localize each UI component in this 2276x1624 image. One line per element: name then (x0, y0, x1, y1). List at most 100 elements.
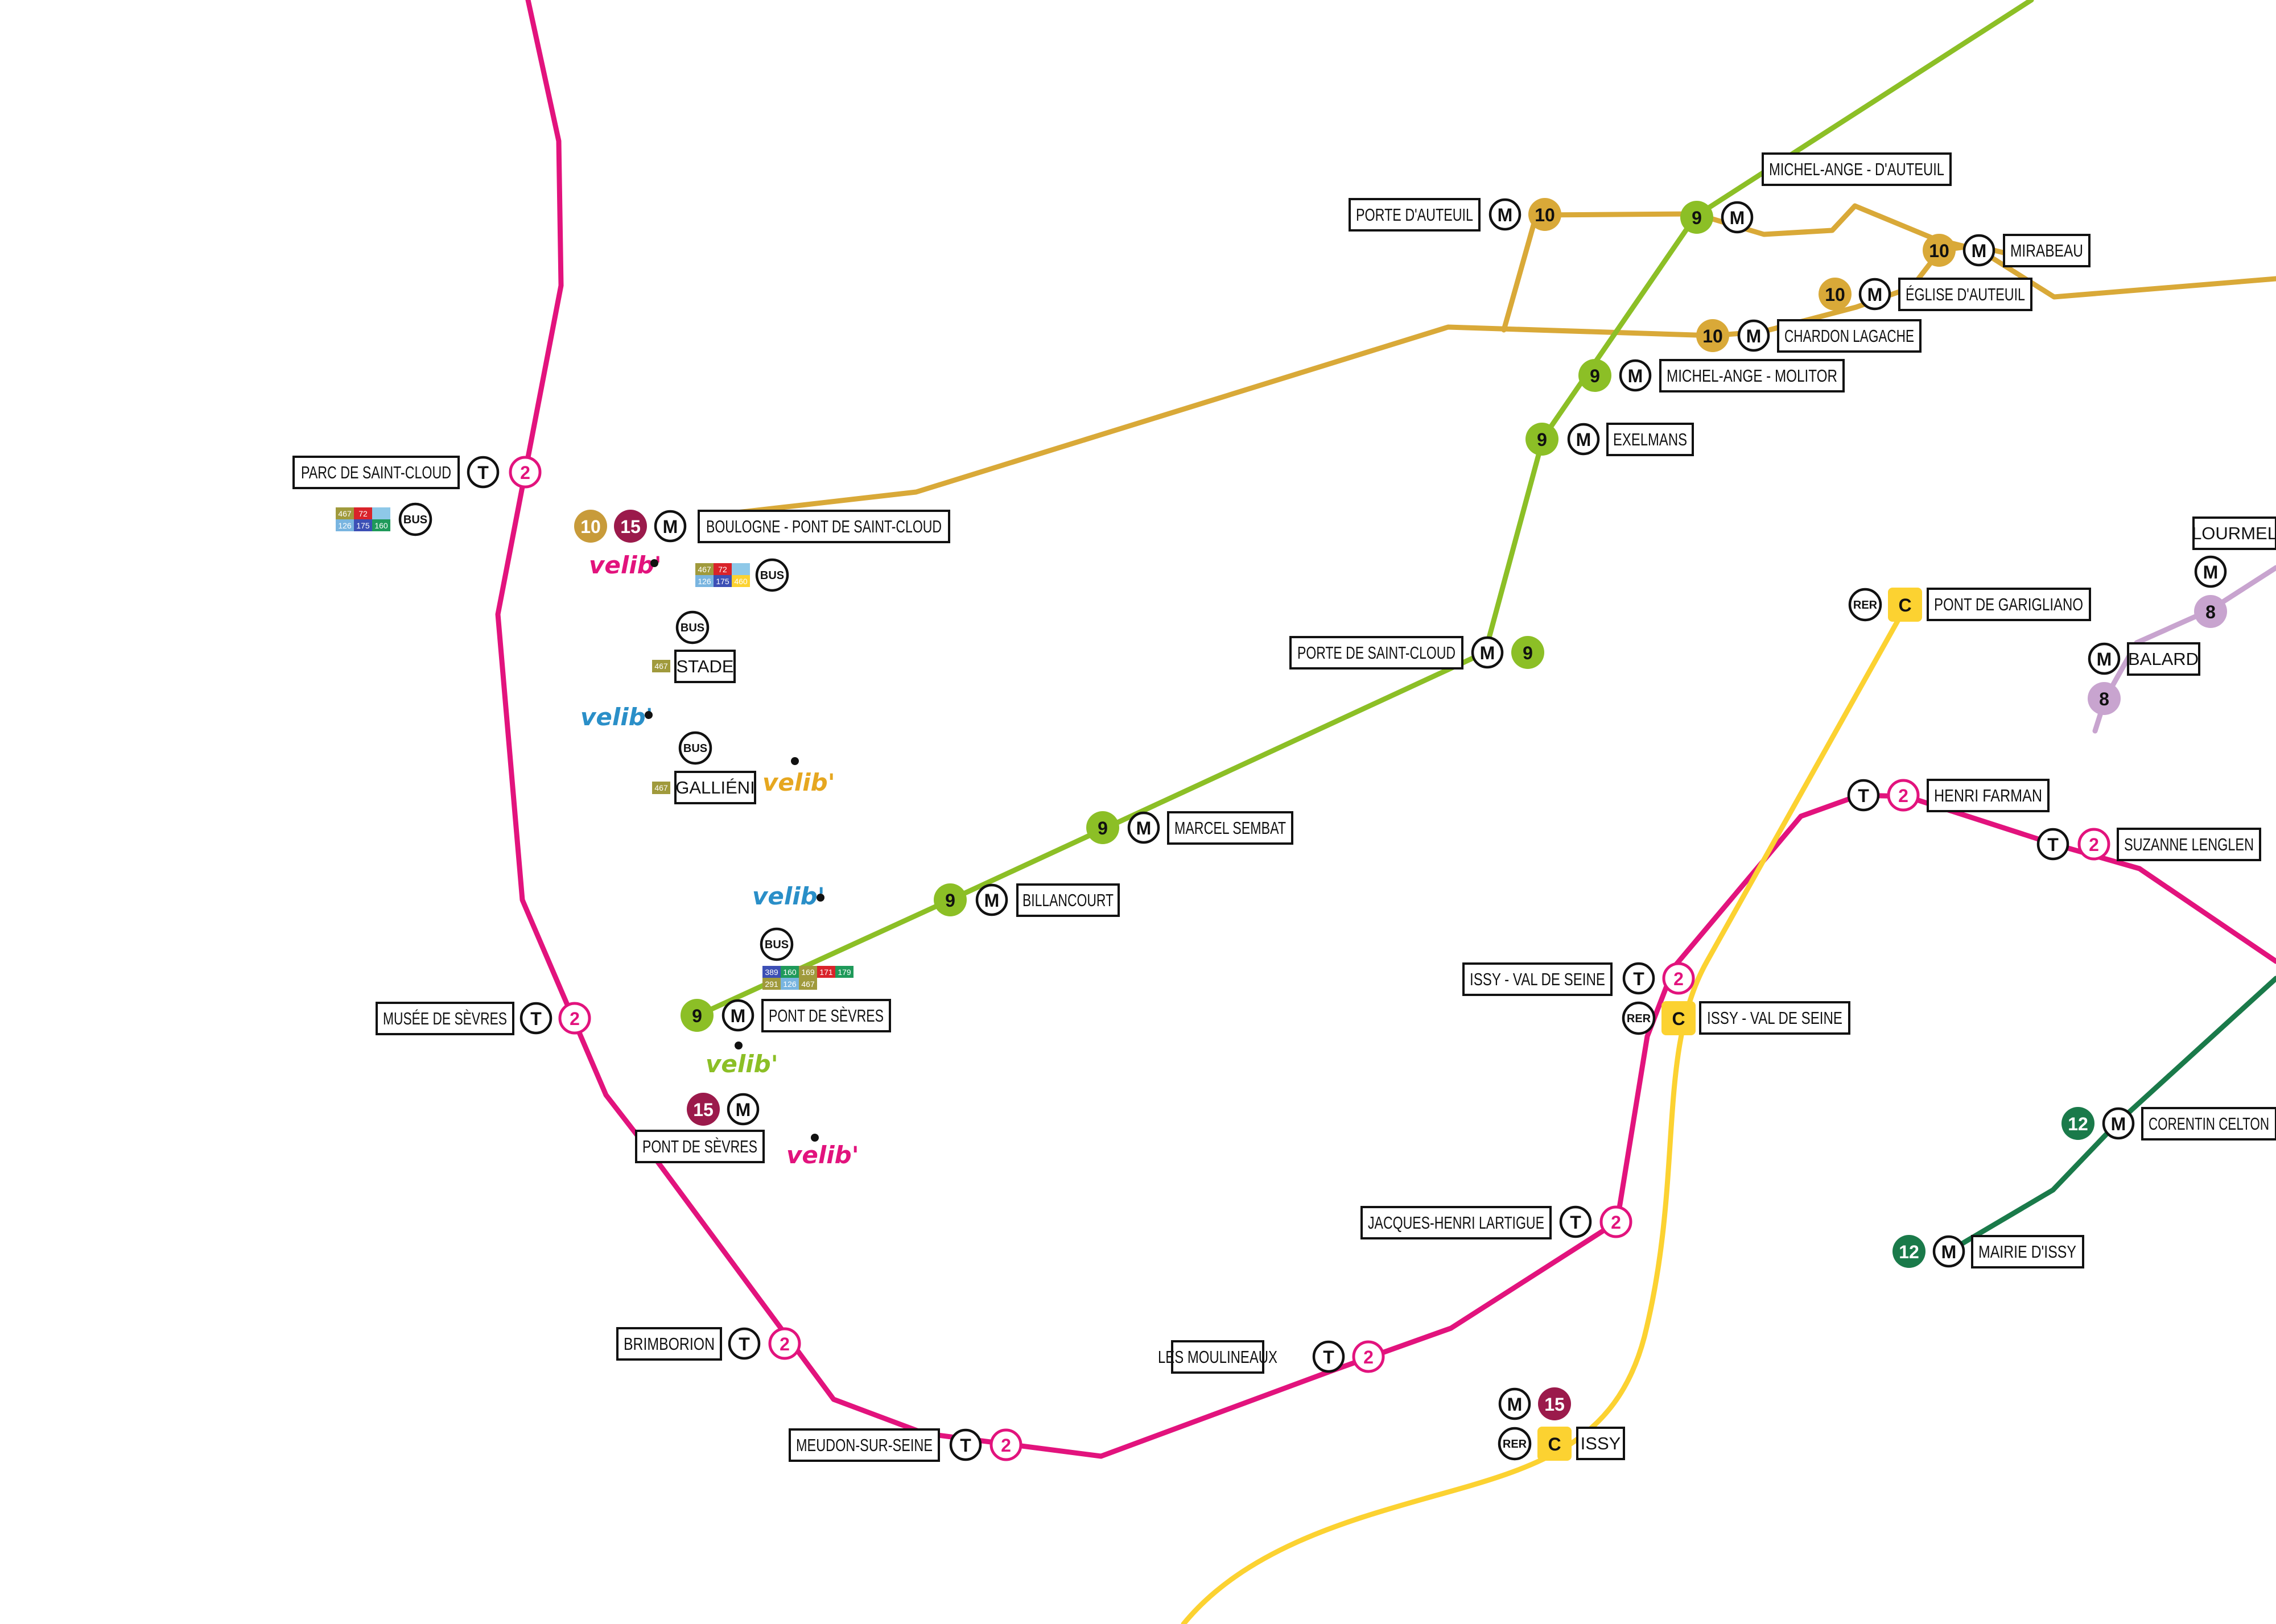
station-pont-de-garigliano[interactable]: RER C PONT DE GARIGLIANO (1848, 588, 2091, 622)
svg-text:velib': velib' (762, 768, 835, 796)
rer-icon: RER (1498, 1427, 1532, 1461)
svg-text:467: 467 (801, 980, 815, 989)
svg-text:M: M (1480, 643, 1495, 663)
line-10-badge: 10 (1696, 319, 1729, 352)
svg-text:72: 72 (718, 565, 727, 574)
station-issy[interactable]: M 15 RER C ISSY (1498, 1387, 1625, 1461)
station-jacques-henri-lartigue[interactable]: JACQUES-HENRI LARTIGUE T 2 (1360, 1205, 1632, 1239)
line-9-badge: 9 (1578, 359, 1611, 392)
svg-text:467: 467 (338, 509, 352, 518)
svg-text:10: 10 (1702, 326, 1723, 346)
metro-icon: M (975, 883, 1008, 916)
metro-9-line (692, 0, 2034, 1019)
station-label: LES MOULINEAUX (1158, 1347, 1277, 1367)
svg-text:M: M (2203, 562, 2219, 582)
station-pont-de-sevres-m15[interactable]: PONT DE SÈVRES 15 M (635, 1093, 765, 1163)
svg-text:BUS: BUS (683, 742, 707, 755)
velib-logo: velib' (589, 551, 662, 579)
bus-icon: BUS (678, 731, 712, 765)
station-chardon-lagache[interactable]: 10 M CHARDON LAGACHE (1696, 319, 1922, 353)
svg-text:126: 126 (338, 521, 352, 530)
svg-text:460: 460 (734, 577, 748, 586)
station-exelmans[interactable]: 9 M EXELMANS (1525, 423, 1694, 456)
station-eglise-d-auteuil[interactable]: 10 M ÉGLISE D'AUTEUIL (1819, 278, 2032, 311)
station-les-moulineaux[interactable]: LES MOULINEAUX T 2 (1158, 1340, 1385, 1374)
station-porte-de-saint-cloud[interactable]: PORTE DE SAINT-CLOUD M 9 (1289, 636, 1544, 670)
station-issy-val-de-seine-rer[interactable]: RER C ISSY - VAL DE SEINE (1622, 1001, 1850, 1035)
line-10-badge: 10 (574, 510, 607, 543)
station-label: GALLIÉNI (675, 778, 755, 797)
metro-icon: M (1127, 811, 1160, 844)
station-parc-de-saint-cloud[interactable]: PARC DE SAINT-CLOUD T 2 467 72 126 175 (292, 456, 542, 536)
svg-text:175: 175 (356, 521, 370, 530)
svg-text:160: 160 (374, 521, 388, 530)
line-9-badge: 9 (1680, 201, 1713, 234)
station-musee-de-sevres[interactable]: MUSÉE DE SÈVRES T 2 (376, 1002, 591, 1035)
svg-text:179: 179 (838, 968, 851, 977)
station-brimborion[interactable]: BRIMBORION T 2 (616, 1327, 801, 1361)
velib-dot (645, 711, 653, 719)
line-t2-badge: 2 (1352, 1340, 1385, 1373)
svg-text:C: C (1898, 595, 1911, 615)
line-8-badge: 8 (2088, 682, 2121, 715)
svg-text:M: M (1746, 326, 1762, 346)
svg-text:12: 12 (2068, 1114, 2088, 1134)
svg-text:M: M (1941, 1242, 1957, 1262)
station-pont-de-sevres-m9[interactable]: BUS 389 160 169 171 179 291 126 467 (681, 927, 891, 1032)
svg-text:T: T (1858, 786, 1869, 806)
line-t2-badge: 2 (768, 1327, 801, 1360)
station-corentin-celton[interactable]: 12 M CORENTIN CELTON (2061, 1107, 2276, 1140)
station-balard[interactable]: M BALARD 8 (2088, 642, 2200, 715)
line-12-badge: 12 (1892, 1235, 1925, 1268)
svg-text:T: T (2047, 834, 2059, 855)
station-billancourt[interactable]: 9 M BILLANCOURT (934, 883, 1120, 917)
svg-text:T: T (530, 1009, 542, 1029)
station-porte-d-auteuil[interactable]: PORTE D'AUTEUIL M 10 (1349, 198, 1561, 232)
station-henri-farman[interactable]: T 2 HENRI FARMAN (1847, 779, 2050, 812)
svg-text:M: M (736, 1100, 751, 1120)
station-boulogne-pont-de-saint-cloud[interactable]: 10 15 M BOULOGNE - PONT DE SAINT-CLOUD 4… (574, 510, 950, 592)
svg-text:T: T (1323, 1347, 1334, 1367)
tram-icon: T (949, 1428, 982, 1461)
station-label: BRIMBORION (624, 1334, 715, 1354)
svg-text:8: 8 (2099, 689, 2109, 709)
station-lourmel[interactable]: LOURMEL M 8 (2192, 516, 2276, 628)
rer-c-badge: C (1661, 1001, 1696, 1035)
metro-icon: M (1471, 636, 1504, 669)
svg-text:2: 2 (570, 1009, 580, 1029)
svg-text:9: 9 (1523, 643, 1533, 663)
rer-icon: RER (1848, 588, 1882, 622)
metro-icon: M (1721, 201, 1754, 234)
station-mirabeau[interactable]: 10 M MIRABEAU (1923, 234, 2091, 267)
station-suzanne-lenglen[interactable]: T 2 SUZANNE LENGLEN (2036, 828, 2261, 861)
station-stade[interactable]: BUS 467 STADE (652, 610, 736, 683)
station-mairie-d-issy[interactable]: 12 M MAIRIE D'ISSY (1892, 1235, 2084, 1268)
metro-icon: M (1619, 359, 1652, 392)
station-label: MICHEL-ANGE - D'AUTEUIL (1769, 159, 1944, 179)
metro-icon: M (1858, 278, 1891, 311)
tram-icon: T (1847, 779, 1880, 812)
station-label: ISSY - VAL DE SEINE (1470, 969, 1605, 989)
velib-logo: velib' (706, 1042, 778, 1078)
svg-text:15: 15 (620, 516, 641, 537)
station-marcel-sembat[interactable]: 9 M MARCEL SEMBAT (1086, 811, 1293, 845)
metro-icon: M (1932, 1235, 1965, 1268)
bus-icon: BUS (760, 927, 794, 961)
station-michel-ange-molitor[interactable]: 9 M MICHEL-ANGE - MOLITOR (1578, 359, 1845, 392)
metro-icon: M (721, 999, 754, 1032)
tram-icon: T (728, 1327, 761, 1360)
station-michel-ange-d-auteuil[interactable]: MICHEL-ANGE - D'AUTEUIL 9 M (1680, 152, 1952, 234)
line-9-badge: 9 (681, 999, 714, 1032)
velib-dot (650, 559, 658, 567)
station-gallieni[interactable]: BUS 467 GALLIÉNI (652, 731, 756, 804)
station-issy-val-de-seine-tram[interactable]: ISSY - VAL DE SEINE T 2 (1462, 962, 1695, 996)
station-label: BALARD (2128, 649, 2199, 669)
svg-text:2: 2 (1001, 1435, 1011, 1456)
station-meudon-sur-seine[interactable]: MEUDON-SUR-SEINE T 2 (789, 1428, 1022, 1462)
svg-text:2: 2 (1611, 1212, 1621, 1233)
svg-text:BUS: BUS (403, 514, 427, 526)
line-15-badge: 15 (687, 1093, 720, 1126)
station-label: CORENTIN CELTON (2149, 1114, 2269, 1134)
svg-text:8: 8 (2205, 602, 2216, 622)
